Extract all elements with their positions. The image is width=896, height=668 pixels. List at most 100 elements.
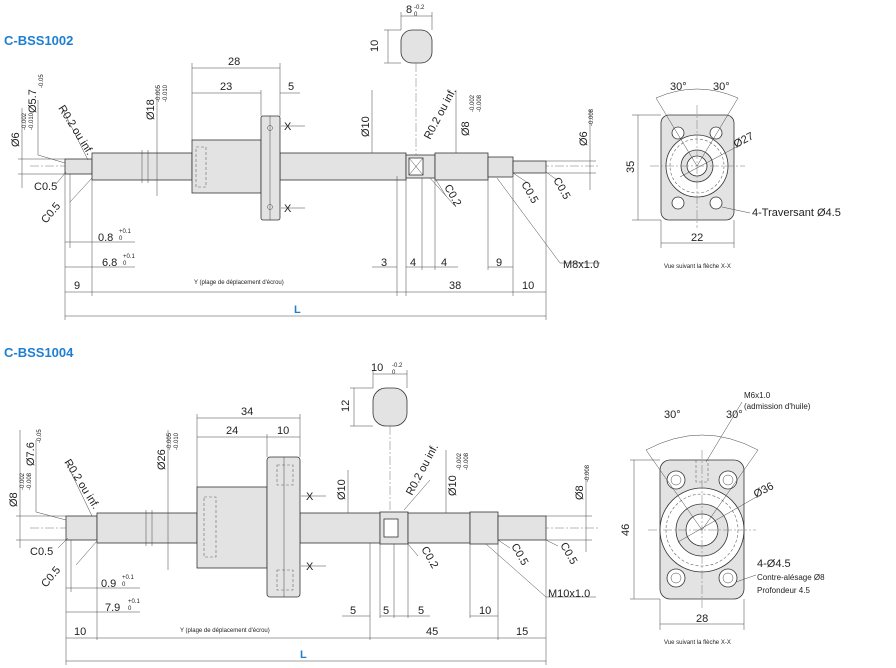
right-end-diameter-label: Ø6	[578, 131, 590, 146]
mounting-hole-4	[718, 568, 738, 588]
thread-callout: M8x1.0	[563, 259, 599, 271]
right-radius-note: R0.2 ou inf.	[422, 86, 459, 141]
shaft-end-left	[64, 158, 93, 175]
groove-position-label: 6.8	[102, 257, 117, 269]
stroke-label: Y (plage de déplacement d'écrou)	[194, 280, 284, 286]
nut-dimensions: 34 24 10 Ø26 -0.005-0.010 X X	[156, 406, 326, 573]
thread-callout: M10x1.0	[548, 588, 590, 600]
nut-body	[191, 139, 262, 194]
shaft-diameter-label: Ø10	[360, 116, 372, 137]
nut-flange	[266, 456, 301, 598]
end-length-label: 10	[74, 626, 86, 638]
chamfer-right-label: C0.5	[557, 541, 579, 567]
hole-angle-right: 30°	[713, 81, 730, 93]
ball-screw-shaft	[30, 150, 600, 183]
gap-dimension-label: 5	[350, 605, 356, 617]
right-end-dimensions: Ø10 R0.2 ou inf. Ø8 -0.002-0.008 C0.2 C0…	[360, 86, 600, 320]
flange-view: 30° 30° M6x1.0 (admission d'huile) Ø36 4…	[620, 391, 825, 646]
drawing-title: C-BSS1004	[4, 345, 74, 360]
nut-body-length-label: 23	[220, 81, 232, 93]
thread-length-label: 10	[479, 605, 491, 617]
nut-length-label: 28	[228, 56, 240, 68]
right-length-label: 45	[426, 626, 438, 638]
section-mark-top: X	[284, 121, 292, 133]
mounting-hole-1	[666, 470, 686, 490]
bearing-diameter-tolerance: -0.002-0.008	[470, 94, 483, 112]
mounting-holes-note: 4-Traversant Ø4.5	[752, 207, 841, 219]
section-mark-bottom: X	[306, 561, 314, 573]
flat-section-shape	[400, 29, 433, 64]
flange-width-label: 22	[691, 232, 703, 244]
mounting-holes-note: 4-Ø4.5	[757, 558, 791, 570]
right-end-diameter-label: Ø8	[574, 485, 586, 500]
right-length-label: 38	[449, 280, 461, 292]
stroke-label: Y (plage de déplacement d'écrou)	[180, 628, 270, 634]
flat-width-label: 10	[371, 362, 383, 374]
chamfer-right-label: C0.5	[550, 176, 572, 202]
bearing-journal	[407, 512, 471, 544]
mounting-hole-3	[671, 196, 685, 210]
shaft-diameter-label: Ø10	[336, 479, 348, 500]
nut-diameter-tolerance: -0.005-0.010	[167, 432, 180, 450]
section-mark-bottom: X	[284, 203, 292, 215]
nut-length-label: 34	[241, 406, 253, 418]
left-radius-note: R0.2 ou inf.	[55, 103, 95, 157]
chamfer-thread-label: C0.5	[518, 180, 540, 206]
counterbore-note: Contre-alésage Ø8	[757, 573, 825, 582]
flange-view: 30° 30° Ø27 35 22 4-Traversant Ø4.5 Vue …	[625, 81, 841, 270]
end-diameter-label: Ø8	[8, 492, 20, 507]
neck-diameter-label: Ø7.6	[25, 442, 37, 466]
mounting-hole-2	[718, 470, 738, 490]
thread-section	[469, 511, 499, 545]
flange-thickness-label: 5	[288, 81, 294, 93]
nut-body-length-label: 24	[226, 425, 238, 437]
end-diameter-tolerance: -0.002-0.010	[22, 112, 35, 130]
right-end-length-label: 15	[516, 626, 528, 638]
chamfer-left-label: C0.5	[30, 546, 53, 558]
thread-length-label: 9	[496, 257, 502, 269]
left-radius-note: R0.2 ou inf.	[61, 457, 101, 511]
oil-port-note: (admission d'huile)	[744, 402, 811, 411]
chamfer-bearing-label: C0.2	[441, 183, 463, 209]
mounting-hole-1	[671, 126, 685, 140]
bearing-diameter-label: Ø10	[447, 475, 459, 496]
ball-screw-shaft	[30, 510, 600, 546]
shaft-end-left	[65, 515, 98, 541]
pitch-circle-label: Ø27	[732, 130, 756, 150]
shaft-screw-right	[299, 512, 381, 544]
total-length-label: L	[300, 649, 307, 661]
step-length-label: 4	[441, 257, 447, 269]
end-diameter-tolerance: -0.002-0.008	[20, 472, 33, 490]
flange-width-label: 28	[696, 613, 708, 625]
shaft-screw-right	[279, 152, 407, 181]
end-diameter-label: Ø6	[10, 132, 22, 147]
right-end-dimensions: Ø10 R0.2 ou inf. Ø10 -0.002-0.008 C0.2 C…	[336, 442, 596, 665]
ball-nut	[196, 456, 301, 598]
nut-diameter-label: Ø18	[145, 99, 157, 120]
flange-height-label: 46	[620, 524, 632, 536]
section-mark-top: X	[306, 491, 314, 503]
nut-dimensions: 28 23 5 Ø18 -0.005-0.010 X X	[145, 56, 305, 215]
flat-length-label: 4	[410, 257, 416, 269]
view-caption: Vue suivant la flèche X-X	[664, 264, 731, 270]
flat-width-label: 8	[406, 4, 412, 16]
flat-length-label: 5	[383, 605, 389, 617]
nut-diameter-label: Ø26	[156, 449, 168, 470]
drawing-title: C-BSS1002	[4, 33, 73, 48]
groove-width-label: 0.8	[98, 232, 113, 244]
pitch-circle-label: Ø36	[752, 480, 776, 500]
chamfer-left-2-label: C0.5	[39, 564, 63, 590]
groove-width-label: 0.9	[101, 578, 116, 590]
overall-dimensions: 10 Y (plage de déplacement d'écrou) 45 1…	[66, 626, 546, 662]
flange-height-label: 35	[625, 161, 637, 173]
neck-diameter-tolerance: -0.05	[37, 429, 43, 443]
total-length-label: L	[294, 304, 301, 316]
step-length-label: 5	[418, 605, 424, 617]
